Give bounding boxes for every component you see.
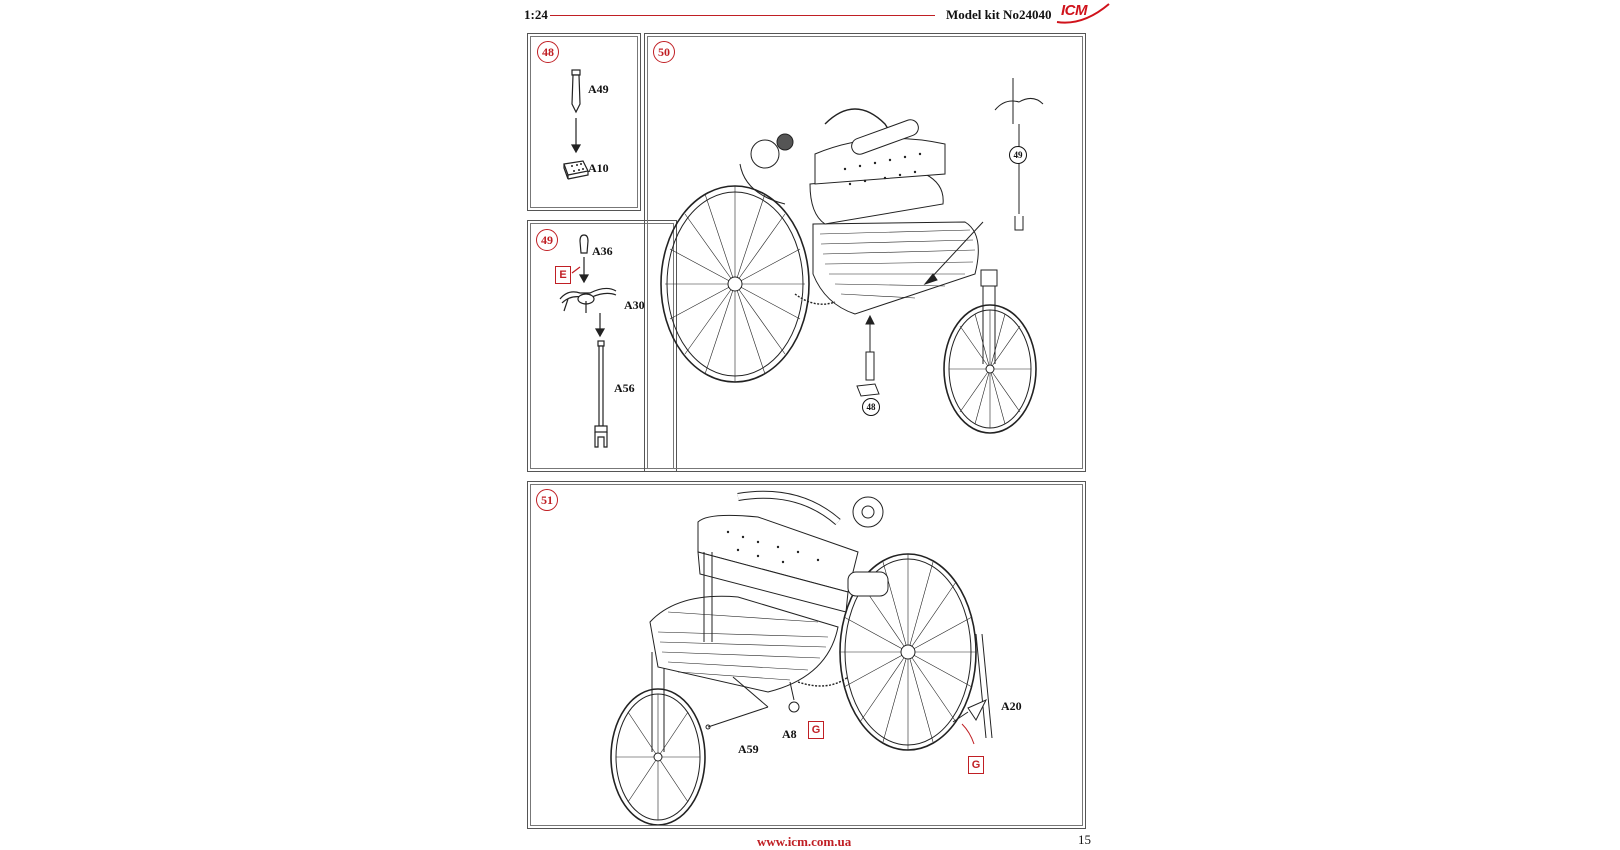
step-ref-49: 49 [1009,146,1027,164]
scale-label: 1:24 [524,7,548,22]
step-51-badge: 51 [536,489,558,511]
step-50-panel: 50 [644,33,1086,472]
part-label-a59: A59 [738,742,759,756]
logo-swoosh-icon [1056,3,1110,24]
part-label-a20: A20 [1001,699,1022,713]
page-number: 15 [1078,832,1091,847]
step-49-panel: 49 E [527,220,677,472]
part-label-a36: A36 [592,244,613,258]
step-51-panel: 51 [527,481,1086,829]
part-label-a49: A49 [588,82,609,96]
part-label-a8: A8 [782,727,797,741]
part-label-a30: A30 [624,298,645,312]
part-label-a56: A56 [614,381,635,395]
header-rule [550,15,935,16]
step-ref-48: 48 [862,398,880,416]
part-label-a10: A10 [588,161,609,175]
sprue-tag-g-a8: G [808,721,824,739]
step-48-panel: 48 A49 A10 [527,33,641,211]
sprue-tag-e: E [555,266,571,284]
step-48-badge: 48 [537,41,559,63]
step-49-badge: 49 [536,229,558,251]
step-50-badge: 50 [653,41,675,63]
kit-number: Model kit No24040 [946,7,1052,22]
step-51-vehicle-drawing [610,490,993,826]
website-link[interactable]: www.icm.com.ua [757,834,852,849]
icm-logo: ICM [1055,0,1111,30]
sprue-tag-g-a20: G [968,756,984,774]
logo-text: ICM [1061,2,1088,19]
